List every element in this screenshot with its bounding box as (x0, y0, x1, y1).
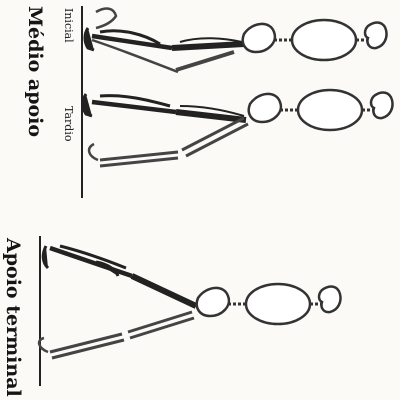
mid-stance-late-label: Tardio (62, 106, 75, 141)
figure-mid-stance-late (83, 90, 393, 166)
figure-terminal-stance (39, 236, 340, 386)
terminal-stance-title: Apoio terminal (2, 238, 24, 397)
mid-stance-title: Médio apoio (24, 6, 46, 137)
mid-stance-early-label: Inicial (62, 8, 75, 43)
